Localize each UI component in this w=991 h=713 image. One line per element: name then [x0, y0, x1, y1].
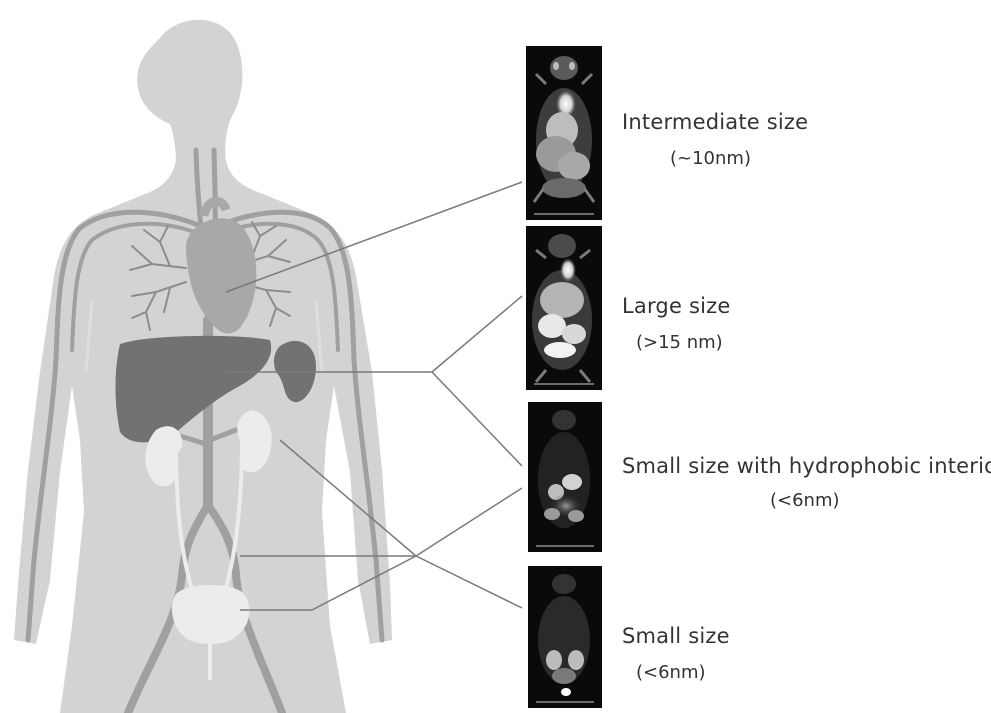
panel-size-large: (>15 nm)	[636, 332, 723, 353]
scan-panel-intermediate	[526, 46, 602, 220]
panel-label-large: Large size	[622, 294, 730, 318]
panel-size-small-hydrophobic: (<6nm)	[770, 490, 840, 511]
panel-label-intermediate: Intermediate size	[622, 110, 808, 134]
scan-panel-small-hydrophobic	[528, 402, 602, 552]
panel-label-small-hydrophobic: Small size with hydrophobic interior	[622, 454, 991, 478]
connector-hub-to-large	[432, 296, 522, 372]
bladder	[172, 585, 250, 644]
connector-hub-to-hydrophobic-2	[416, 488, 522, 556]
panel-size-small: (<6nm)	[636, 662, 706, 683]
scan-panel-large	[526, 226, 602, 390]
scan-panel-small	[528, 566, 602, 708]
panel-label-small: Small size	[622, 624, 730, 648]
panel-size-intermediate: (~10nm)	[670, 148, 751, 169]
connector-hub-to-hydrophobic	[432, 372, 522, 466]
connector-hub-to-small	[416, 556, 522, 608]
